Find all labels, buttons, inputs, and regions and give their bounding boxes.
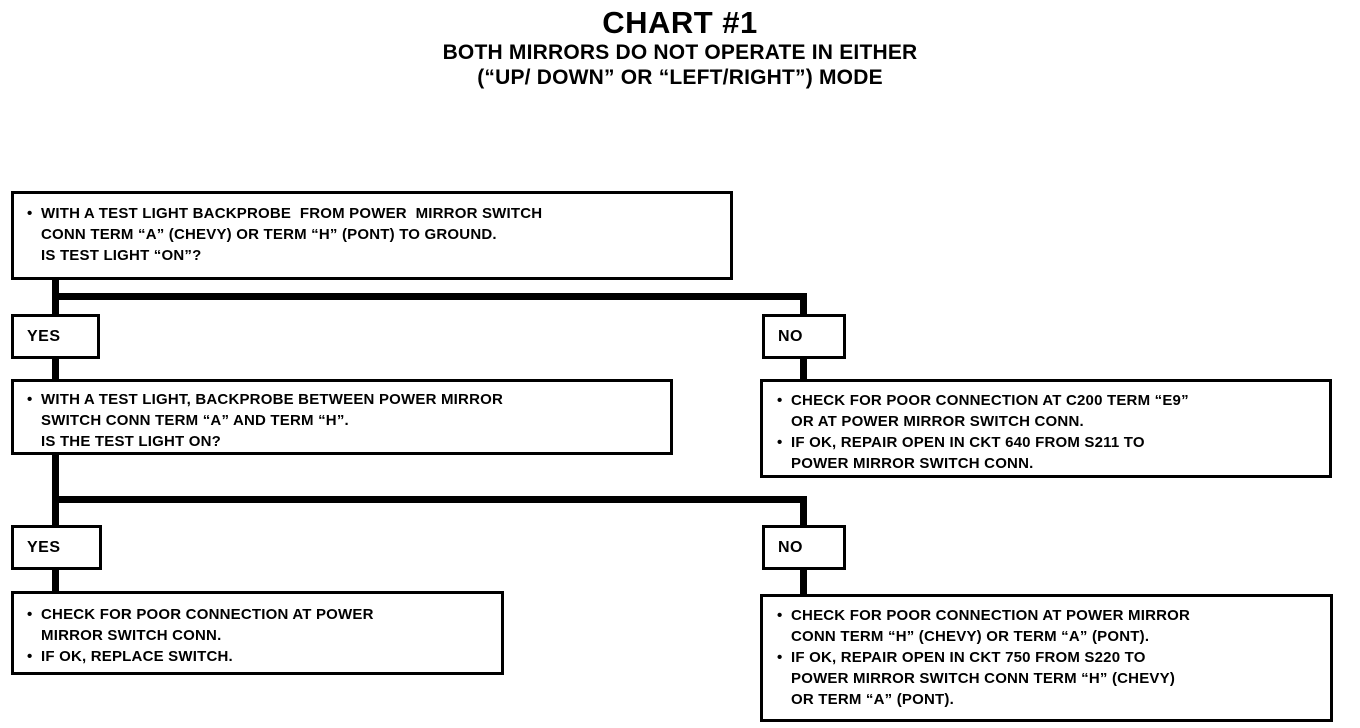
connector-no2-to-result (800, 569, 807, 595)
decision-no-1-label: NO (778, 327, 803, 345)
decision-yes-1-label: YES (27, 327, 61, 345)
node-result-yes-2: CHECK FOR POOR CONNECTION AT POWER MIRRO… (11, 591, 504, 675)
node-question-2-bullet-1: WITH A TEST LIGHT, BACKPROBE BETWEEN POW… (27, 389, 670, 452)
connector-q2-split-bar (52, 496, 807, 503)
connector-q2-stem (52, 455, 59, 503)
node-result-no-2-bullet-2: IF OK, REPAIR OPEN IN CKT 750 FROM S220 … (777, 647, 1330, 710)
connector-q1-split-bar (52, 293, 807, 300)
connector-q1-stem (52, 280, 59, 300)
connector-yes2-to-result (52, 569, 59, 592)
connector-q2-to-yes (52, 496, 59, 526)
node-result-no-2: CHECK FOR POOR CONNECTION AT POWER MIRRO… (760, 594, 1333, 722)
chart-subtitle-line-2: (“UP/ DOWN” OR “LEFT/RIGHT”) MODE (477, 66, 883, 89)
connector-q1-to-yes (52, 293, 59, 315)
node-result-no-1-list: CHECK FOR POOR CONNECTION AT C200 TERM “… (777, 390, 1329, 474)
node-result-no-2-bullet-1: CHECK FOR POOR CONNECTION AT POWER MIRRO… (777, 605, 1330, 647)
node-result-no-1: CHECK FOR POOR CONNECTION AT C200 TERM “… (760, 379, 1332, 478)
node-result-yes-2-bullet-1: CHECK FOR POOR CONNECTION AT POWER MIRRO… (27, 604, 501, 646)
chart-title-block: CHART #1 BOTH MIRRORS DO NOT OPERATE IN … (0, 6, 1360, 90)
node-result-yes-2-bullet-2: IF OK, REPLACE SWITCH. (27, 646, 501, 667)
decision-yes-2-label: YES (27, 538, 61, 556)
chart-title: CHART #1 (602, 5, 758, 40)
node-question-1: WITH A TEST LIGHT BACKPROBE FROM POWER M… (11, 191, 733, 280)
connector-no1-to-result (800, 358, 807, 380)
connector-q1-to-no (800, 293, 807, 315)
node-result-no-1-bullet-2: IF OK, REPAIR OPEN IN CKT 640 FROM S211 … (777, 432, 1329, 474)
node-result-no-1-bullet-1: CHECK FOR POOR CONNECTION AT C200 TERM “… (777, 390, 1329, 432)
node-question-2: WITH A TEST LIGHT, BACKPROBE BETWEEN POW… (11, 379, 673, 455)
connector-q2-to-no (800, 496, 807, 526)
node-result-yes-2-list: CHECK FOR POOR CONNECTION AT POWER MIRRO… (27, 604, 501, 667)
connector-yes1-to-q2 (52, 358, 59, 380)
decision-yes-1: YES (11, 314, 100, 359)
decision-no-2-label: NO (778, 538, 803, 556)
decision-no-1: NO (762, 314, 846, 359)
decision-yes-2: YES (11, 525, 102, 570)
decision-no-2: NO (762, 525, 846, 570)
chart-subtitle-line-1: BOTH MIRRORS DO NOT OPERATE IN EITHER (442, 41, 918, 64)
node-question-1-list: WITH A TEST LIGHT BACKPROBE FROM POWER M… (27, 203, 730, 266)
node-question-2-list: WITH A TEST LIGHT, BACKPROBE BETWEEN POW… (27, 389, 670, 452)
node-result-no-2-list: CHECK FOR POOR CONNECTION AT POWER MIRRO… (777, 605, 1330, 710)
node-question-1-bullet-1: WITH A TEST LIGHT BACKPROBE FROM POWER M… (27, 203, 730, 266)
